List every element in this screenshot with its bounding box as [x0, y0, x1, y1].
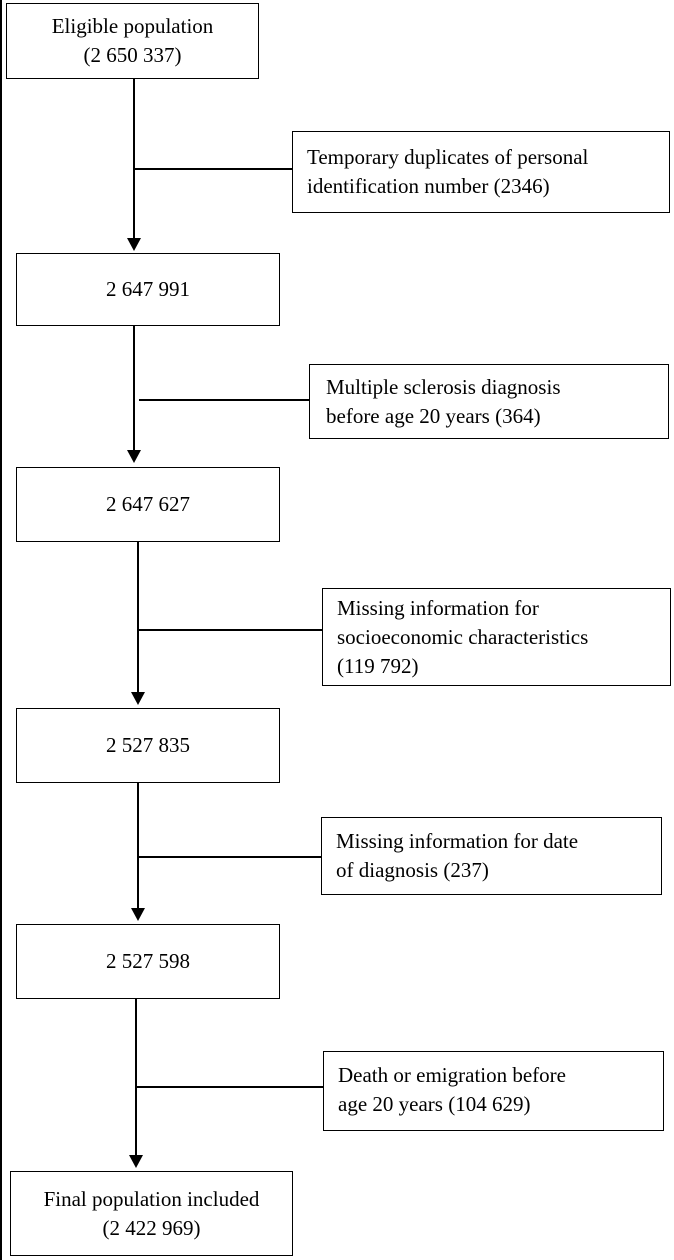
- exclusion-text: before age 20 years (364): [326, 404, 541, 428]
- arrow-head: [127, 450, 141, 463]
- box-count: (2 650 337): [83, 43, 182, 67]
- exclusion-text: Missing information for: [337, 596, 539, 620]
- branch-line: [133, 168, 293, 170]
- box-count: 2 527 835: [106, 733, 190, 757]
- exclusion-box-death-emigration: Death or emigration before age 20 years …: [323, 1051, 664, 1131]
- exclusion-box-socioeconomic: Missing information for socioeconomic ch…: [322, 588, 671, 686]
- box-step-4: 2 527 835: [16, 708, 280, 783]
- connector-line: [137, 542, 139, 692]
- connector-line: [133, 78, 135, 238]
- box-count: 2 647 627: [106, 492, 190, 516]
- box-step-5: 2 527 598: [16, 924, 280, 999]
- branch-line: [135, 1086, 324, 1088]
- exclusion-box-duplicates: Temporary duplicates of personal identif…: [292, 131, 670, 213]
- box-label: Eligible population: [51, 14, 214, 38]
- branch-line: [137, 629, 323, 631]
- box-count: 2 647 991: [106, 277, 190, 301]
- exclusion-text: of diagnosis (237): [336, 858, 489, 882]
- exclusion-text: identification number (2346): [307, 174, 550, 198]
- connector-line: [135, 999, 137, 1155]
- arrow-head: [127, 238, 141, 251]
- exclusion-text: Death or emigration before: [338, 1063, 566, 1087]
- box-count: 2 527 598: [106, 949, 190, 973]
- exclusion-text: Temporary duplicates of personal: [307, 145, 589, 169]
- exclusion-text: Multiple sclerosis diagnosis: [326, 375, 561, 399]
- exclusion-text: (119 792): [337, 654, 419, 678]
- branch-line: [139, 399, 309, 401]
- arrow-head: [129, 1155, 143, 1168]
- box-count: (2 422 969): [102, 1215, 201, 1240]
- box-final-population: Final population included (2 422 969): [10, 1171, 293, 1256]
- arrow-head: [131, 908, 145, 921]
- box-step-3: 2 647 627: [16, 467, 280, 542]
- exclusion-text: age 20 years (104 629): [338, 1092, 531, 1116]
- box-label: Final population included: [43, 1186, 260, 1211]
- branch-line: [137, 856, 322, 858]
- left-border: [0, 0, 2, 1260]
- connector-line: [137, 783, 139, 908]
- exclusion-text: socioeconomic characteristics: [337, 625, 589, 649]
- exclusion-box-ms-diagnosis: Multiple sclerosis diagnosis before age …: [309, 364, 669, 439]
- exclusion-box-date-of-diagnosis: Missing information for date of diagnosi…: [321, 817, 662, 895]
- arrow-head: [131, 692, 145, 705]
- exclusion-text: Missing information for date: [336, 829, 579, 853]
- box-step-2: 2 647 991: [16, 253, 280, 326]
- box-eligible-population: Eligible population (2 650 337): [6, 3, 259, 79]
- connector-line: [133, 326, 135, 450]
